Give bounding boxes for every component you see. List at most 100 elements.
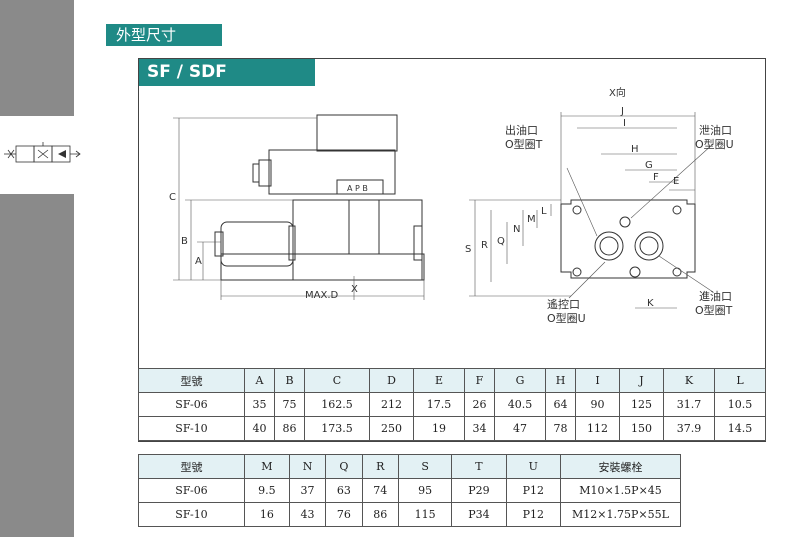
header-cell: B — [274, 368, 305, 393]
callout-pilot: 遙控口 — [547, 297, 580, 311]
table-cell: SF-06 — [138, 478, 245, 503]
header-cell: D — [369, 368, 414, 393]
subplate — [220, 253, 425, 281]
dim-e: E — [673, 176, 679, 187]
header-cell: N — [288, 454, 327, 479]
table-cell: 76 — [325, 502, 363, 527]
dim-k: K — [647, 298, 654, 309]
header-cell: R — [361, 454, 399, 479]
left-sidebar — [0, 0, 74, 537]
dim-h: H — [631, 144, 639, 155]
callout-in-oring: O型圈T — [695, 303, 733, 317]
sidebar-bottom-band — [0, 194, 74, 537]
dim-b: B — [181, 236, 188, 247]
header-cell: 型號 — [138, 454, 245, 479]
dimension-table-1: 型號 A B C D E F G H I J K L SF-06 35 75 1… — [138, 368, 766, 441]
table-cell: 40.5 — [494, 392, 546, 417]
table-cell: 10.5 — [714, 392, 766, 417]
dim-j: J — [620, 106, 624, 117]
header-cell: T — [451, 454, 507, 479]
table-cell: 75 — [274, 392, 305, 417]
table-cell: 162.5 — [304, 392, 370, 417]
callout-out-oring: O型圈T — [505, 137, 543, 151]
header-cell: M — [244, 454, 290, 479]
dim-l: L — [541, 206, 547, 217]
callout-drain-oring: O型圈U — [695, 137, 734, 151]
callout-pilot-oring: O型圈U — [547, 311, 586, 325]
callout-out-port: 出油口 — [505, 123, 538, 137]
dim-a: A — [195, 256, 202, 267]
header-cell: K — [663, 368, 715, 393]
table-row: SF-06 35 75 162.5 212 17.5 26 40.5 64 90… — [138, 392, 766, 417]
header-cell: J — [619, 368, 664, 393]
dim-i: I — [623, 118, 626, 129]
header-cell: I — [575, 368, 620, 393]
table-cell: 86 — [274, 416, 305, 441]
solenoid-port-label: A P B — [347, 184, 368, 193]
table-cell: P34 — [451, 502, 507, 527]
valve-base — [292, 199, 423, 281]
header-cell: C — [304, 368, 370, 393]
table-cell: SF-06 — [138, 392, 245, 417]
table-cell: 19 — [413, 416, 465, 441]
table-cell: 16 — [244, 502, 290, 527]
header-cell: S — [397, 454, 453, 479]
header-cell: E — [413, 368, 465, 393]
dim-r: R — [481, 240, 488, 251]
view-label: X向 — [609, 86, 626, 99]
manual-handle — [220, 221, 294, 267]
table-cell: 78 — [545, 416, 576, 441]
header-cell: G — [494, 368, 546, 393]
table-cell: 17.5 — [413, 392, 465, 417]
table-cell: 34 — [464, 416, 495, 441]
header-cell: U — [505, 454, 562, 479]
header-cell: 型號 — [138, 368, 245, 393]
callout-drain: 泄油口 — [699, 123, 732, 137]
table-cell: M10×1.5P×45 — [560, 478, 681, 503]
dim-g: G — [645, 160, 653, 171]
table-header-row: 型號 M N Q R S T U 安裝螺栓 — [138, 454, 681, 479]
header-cell: L — [714, 368, 766, 393]
hydraulic-symbol-icon — [4, 142, 81, 163]
dim-f: F — [653, 172, 659, 183]
coil-knob — [252, 163, 260, 183]
table-cell: 112 — [575, 416, 620, 441]
dim-m: M — [527, 214, 536, 225]
dimension-table-2: 型號 M N Q R S T U 安裝螺栓 SF-06 9.5 37 63 74… — [138, 454, 681, 527]
table-cell: P12 — [505, 478, 562, 503]
table-cell: 31.7 — [663, 392, 715, 417]
table-cell: 90 — [575, 392, 620, 417]
table-cell: 173.5 — [304, 416, 370, 441]
drawing-frame — [138, 58, 766, 442]
table-cell: 86 — [361, 502, 399, 527]
table-row: SF-10 40 86 173.5 250 19 34 47 78 112 15… — [138, 416, 766, 441]
header-cell: Q — [325, 454, 363, 479]
table-cell: 74 — [361, 478, 399, 503]
model-title: SF / SDF — [139, 59, 315, 86]
table-cell: 35 — [244, 392, 275, 417]
callout-in-port: 進油口 — [699, 289, 732, 303]
table-row: SF-06 9.5 37 63 74 95 P29 P12 M10×1.5P×4… — [138, 478, 681, 503]
solenoid-body — [268, 149, 396, 195]
sidebar-top-band — [0, 0, 74, 116]
x-view-outline — [560, 199, 696, 279]
table-cell: P29 — [451, 478, 507, 503]
table-cell: P12 — [505, 502, 562, 527]
table-cell: 115 — [397, 502, 453, 527]
dim-x: X — [351, 284, 358, 295]
table-cell: 40 — [244, 416, 275, 441]
dim-n: N — [513, 224, 520, 235]
table-cell: 125 — [619, 392, 664, 417]
table-cell: 37.9 — [663, 416, 715, 441]
table-cell: 250 — [369, 416, 414, 441]
header-cell: A — [244, 368, 275, 393]
dim-q: Q — [497, 236, 505, 247]
header-cell: F — [464, 368, 495, 393]
section-title: 外型尺寸 — [106, 24, 222, 46]
table-cell: 37 — [288, 478, 327, 503]
dim-max-d: MAX.D — [305, 290, 338, 301]
table-cell: SF-10 — [138, 502, 245, 527]
header-cell: 安裝螺栓 — [560, 454, 681, 479]
dim-c: C — [169, 192, 176, 203]
table-cell: M12×1.75P×55L — [560, 502, 681, 527]
